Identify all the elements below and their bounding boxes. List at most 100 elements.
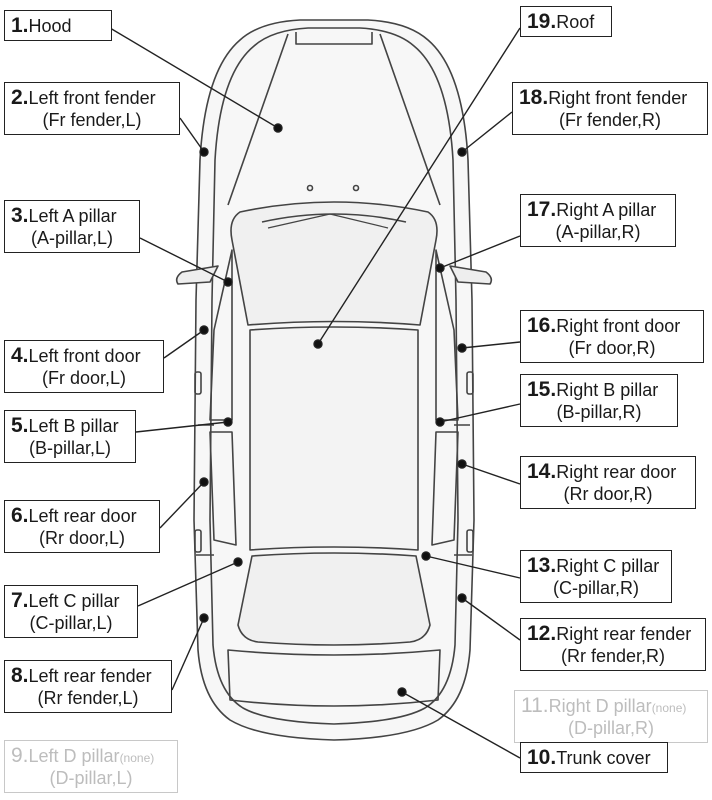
leader-line-left-c-pillar [137, 561, 239, 607]
label-trunk-cover: 10.Trunk cover [520, 742, 668, 774]
leader-dot-right-front-door [457, 343, 467, 353]
leader-dot-right-c-pillar [421, 551, 431, 561]
leader-line-left-rear-fender [171, 617, 205, 691]
leader-dot-hood [273, 123, 283, 133]
label-number: 9. [11, 744, 29, 767]
label-text: Left D pillar [28, 746, 120, 766]
label-text: Right D pillar [548, 696, 652, 716]
label-number: 4. [11, 344, 29, 367]
leader-dot-right-front-fender [457, 147, 467, 157]
label-text: Right B pillar [556, 380, 659, 400]
label-subtext: (Fr door,R) [568, 338, 656, 359]
leader-dot-right-b-pillar [435, 417, 445, 427]
label-subtext: (C-pillar,R) [552, 578, 639, 599]
leader-dot-left-b-pillar [223, 417, 233, 427]
roof-panel [249, 326, 419, 551]
label-number: 15. [527, 378, 557, 401]
leader-line-right-c-pillar [425, 555, 521, 579]
leader-line-right-front-fender [461, 111, 513, 153]
label-subtext: (Fr door,L) [41, 368, 127, 389]
label-right-a-pillar: 17.Right A pillar (A-pillar,R) [520, 194, 676, 247]
right-mirror [449, 265, 493, 285]
label-number: 17. [527, 198, 557, 221]
rear-window [237, 552, 431, 646]
label-subtext: (Fr fender,L) [42, 110, 142, 131]
leader-line-left-rear-door [159, 481, 205, 529]
label-hood: 1.Hood [4, 10, 112, 42]
leader-line-right-b-pillar [439, 403, 521, 423]
label-text: Right front fender [548, 88, 688, 108]
leader-line-right-rear-door [461, 463, 521, 485]
leader-line-trunk-cover [401, 691, 521, 759]
label-subtext: (D-pillar,R) [567, 718, 654, 739]
leader-line-right-rear-fender [461, 597, 521, 641]
label-subtext: (A-pillar,L) [30, 228, 114, 249]
leader-dot-left-c-pillar [233, 557, 243, 567]
label-text: Right rear door [556, 462, 677, 482]
leader-dot-left-a-pillar [223, 277, 233, 287]
label-subtext: (Fr fender,R) [558, 110, 662, 131]
label-number: 18. [519, 86, 549, 109]
label-right-b-pillar: 15.Right B pillar (B-pillar,R) [520, 374, 678, 427]
label-text: Right front door [556, 316, 681, 336]
leader-line-left-a-pillar [139, 237, 229, 283]
leader-dot-left-front-door [199, 325, 209, 335]
label-text: Left B pillar [28, 416, 119, 436]
label-left-front-fender: 2.Left front fender (Fr fender,L) [4, 82, 180, 135]
label-number: 1. [11, 14, 29, 37]
trunk-panel [227, 649, 441, 707]
label-right-c-pillar: 13.Right C pillar (C-pillar,R) [520, 550, 672, 603]
leader-dot-right-a-pillar [435, 263, 445, 273]
label-text: Left A pillar [28, 206, 117, 226]
label-number: 19. [527, 10, 557, 33]
label-left-rear-door: 6.Left rear door (Rr door,L) [4, 500, 160, 553]
label-text: Left C pillar [28, 591, 120, 611]
label-text: Left rear fender [28, 666, 152, 686]
leader-dot-trunk-cover [397, 687, 407, 697]
label-left-rear-fender: 8.Left rear fender (Rr fender,L) [4, 660, 172, 713]
leader-line-roof [317, 27, 521, 345]
leader-line-hood [109, 27, 279, 129]
label-text: Left front door [28, 346, 141, 366]
label-left-c-pillar: 7.Left C pillar (C-pillar,L) [4, 585, 138, 638]
label-roof: 19.Roof [520, 6, 612, 38]
label-number: 6. [11, 504, 29, 527]
label-subtext: (B-pillar,L) [28, 438, 112, 459]
label-left-d-pillar: 9.Left D pillar(none) (D-pillar,L) [4, 740, 178, 793]
label-right-front-fender: 18.Right front fender (Fr fender,R) [512, 82, 708, 135]
label-text: Hood [28, 16, 72, 36]
label-number: 7. [11, 589, 29, 612]
label-note: (none) [119, 751, 155, 765]
label-left-front-door: 4.Left front door (Fr door,L) [4, 340, 164, 393]
leader-dot-roof [313, 339, 323, 349]
leader-line-left-front-door [163, 329, 205, 359]
left-mirror [175, 265, 219, 285]
label-text: Right rear fender [556, 624, 692, 644]
label-number: 10. [527, 746, 557, 769]
label-text: Left rear door [28, 506, 137, 526]
label-subtext: (D-pillar,L) [49, 768, 133, 789]
label-text: Left front fender [28, 88, 156, 108]
label-subtext: (Rr door,L) [38, 528, 126, 549]
leader-line-right-front-door [461, 341, 521, 349]
label-subtext: (C-pillar,L) [29, 613, 113, 634]
label-number: 5. [11, 414, 29, 437]
label-text: Right A pillar [556, 200, 657, 220]
label-number: 8. [11, 664, 29, 687]
label-number: 13. [527, 554, 557, 577]
leader-dot-left-front-fender [199, 147, 209, 157]
label-subtext: (A-pillar,R) [555, 222, 641, 243]
label-note: (none) [651, 701, 687, 715]
label-text: Roof [556, 12, 595, 32]
label-right-front-door: 16.Right front door (Fr door,R) [520, 310, 704, 363]
label-right-rear-fender: 12.Right rear fender (Rr fender,R) [520, 618, 706, 671]
label-number: 2. [11, 86, 29, 109]
label-left-a-pillar: 3.Left A pillar (A-pillar,L) [4, 200, 140, 253]
leader-line-right-a-pillar [439, 235, 521, 269]
label-text: Trunk cover [556, 748, 651, 768]
label-left-b-pillar: 5.Left B pillar (B-pillar,L) [4, 410, 136, 463]
label-right-rear-door: 14.Right rear door (Rr door,R) [520, 456, 696, 509]
leader-dot-left-rear-fender [199, 613, 209, 623]
leader-line-left-front-fender [179, 117, 205, 153]
